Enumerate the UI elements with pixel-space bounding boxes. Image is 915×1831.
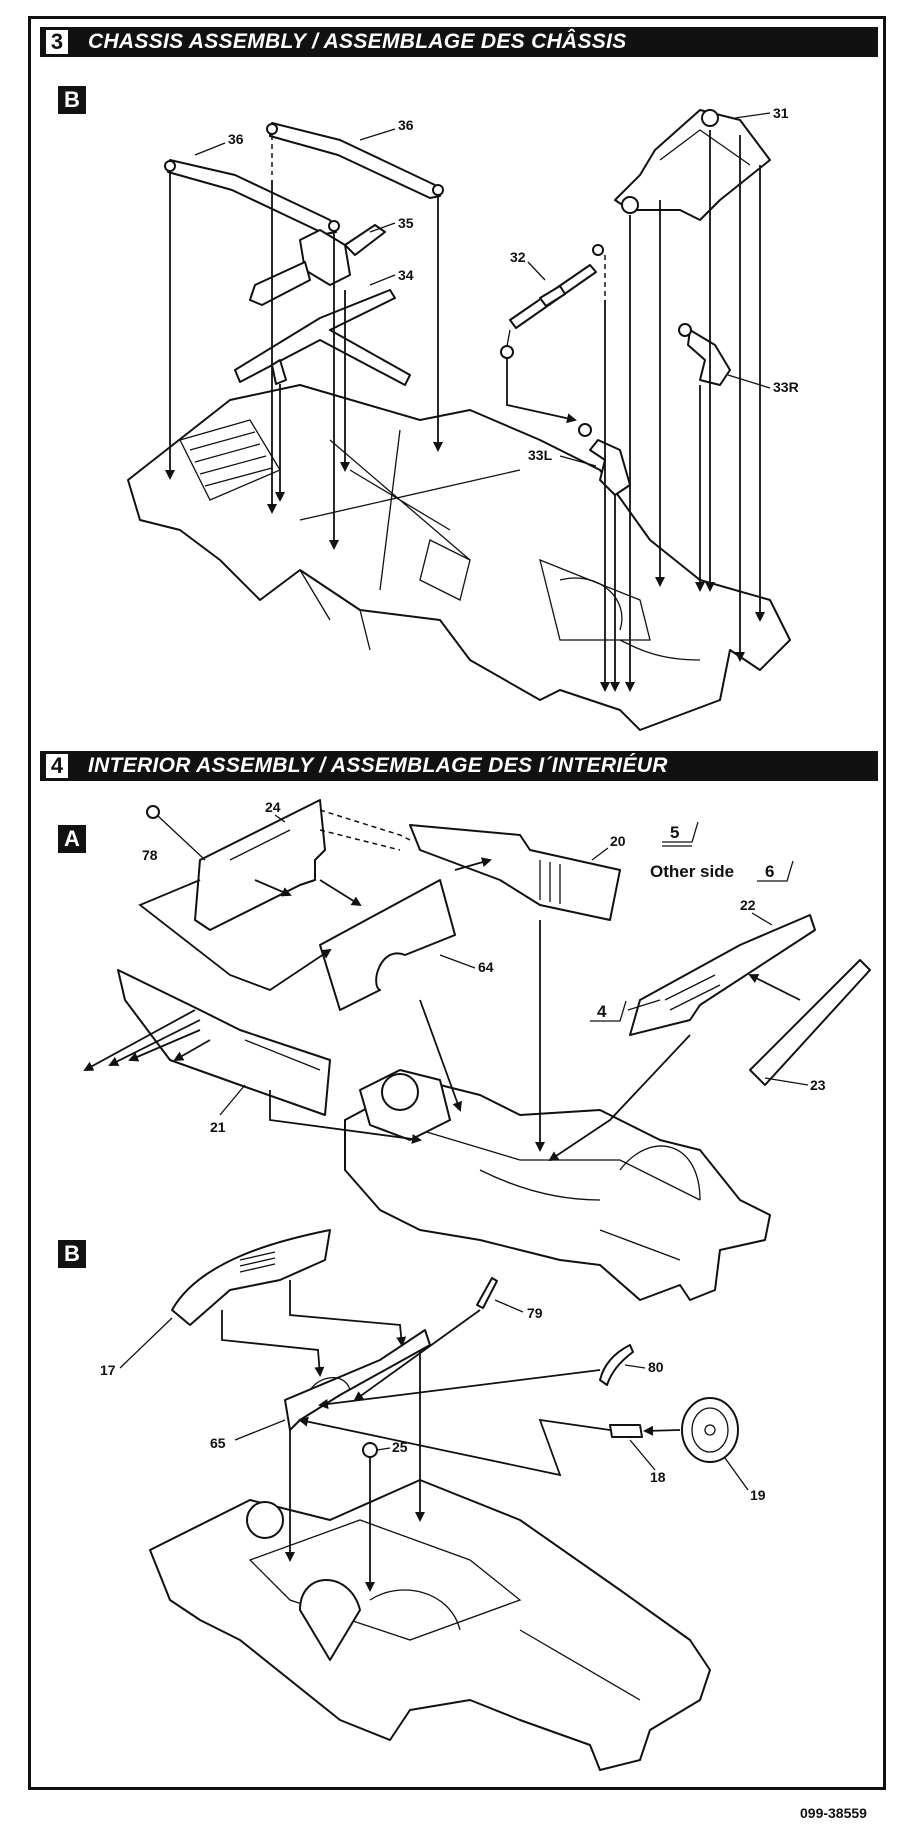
label-65: 65 (210, 1435, 226, 1451)
part-79-rod (476, 1277, 498, 1309)
part-25-knob (362, 1442, 378, 1458)
part-36-rail-left (164, 159, 340, 235)
section-3-header: 3 CHASSIS ASSEMBLY / ASSEMBLAGE DES CHÂS… (40, 27, 878, 57)
step-3b-badge: B (58, 86, 86, 114)
section-4a-assembly-arrows (83, 809, 801, 1162)
label-24: 24 (265, 799, 281, 815)
part-36-rail-right (266, 122, 444, 199)
part-17-rear-deck (171, 1229, 331, 1326)
part-24-rear-panel (194, 799, 326, 931)
section-4-title: INTERIOR ASSEMBLY / ASSEMBLAGE DES I´INT… (88, 754, 668, 777)
part-80-shifter (599, 1344, 634, 1386)
part-64-firewall (319, 879, 456, 1011)
section-4-number: 4 (46, 754, 68, 778)
label-22: 22 (740, 897, 756, 913)
part-20-dash-panel (409, 824, 621, 921)
part-34-rear-crossmember (234, 289, 411, 386)
page-frame (28, 16, 886, 1790)
section-4b-assembly-arrows (221, 1280, 681, 1592)
label-33r: 33R (773, 379, 799, 395)
part-21-door-panel (117, 969, 331, 1116)
ref-5: 5 (670, 823, 679, 842)
label-78: 78 (142, 847, 158, 863)
label-23: 23 (810, 1077, 826, 1093)
label-33l: 33L (528, 447, 553, 463)
label-31: 31 (773, 105, 789, 121)
chassis-frame-drawing (127, 384, 791, 731)
section-4a-callouts: 24 78 20 5 Other side 6 22 64 4 23 21 (142, 799, 826, 1135)
label-64: 64 (478, 959, 494, 975)
part-32-shock-absorber (500, 244, 604, 359)
part-22-seat-back (629, 914, 816, 1036)
label-18: 18 (650, 1469, 666, 1485)
label-36b: 36 (398, 117, 414, 133)
label-21: 21 (210, 1119, 226, 1135)
part-33r-spindle (678, 323, 731, 386)
label-34: 34 (398, 267, 414, 283)
section-3-number: 3 (46, 30, 68, 54)
label-36a: 36 (228, 131, 244, 147)
part-33l-spindle (578, 423, 631, 496)
label-35: 35 (398, 215, 414, 231)
part-19-steering-wheel (681, 1397, 739, 1463)
label-20: 20 (610, 833, 626, 849)
ref-6: 6 (765, 862, 774, 881)
label-19: 19 (750, 1487, 766, 1503)
step-4a-badge: A (58, 825, 86, 853)
part-31-front-crossmember (614, 109, 771, 221)
section-3-callouts: 36 36 35 34 32 31 33R 33L (194, 105, 799, 467)
section-3-title: CHASSIS ASSEMBLY / ASSEMBLAGE DES CHÂSSI… (88, 30, 627, 53)
catalog-code: 099-38559 (800, 1805, 867, 1821)
part-65-dashboard (284, 1329, 431, 1431)
interior-floor-pan-a (344, 1069, 771, 1301)
label-80: 80 (648, 1359, 664, 1375)
section-3-assembly-arrows (165, 130, 765, 692)
label-other-side: Other side (650, 862, 734, 881)
ref-4: 4 (597, 1002, 607, 1021)
label-17: 17 (100, 1362, 116, 1378)
label-79: 79 (527, 1305, 543, 1321)
interior-floor-pan-b (149, 1479, 711, 1771)
label-32: 32 (510, 249, 526, 265)
label-25: 25 (392, 1439, 408, 1455)
part-23-side-trim (749, 959, 871, 1086)
part-18-steering-column (609, 1424, 643, 1438)
step-4b-badge: B (58, 1240, 86, 1268)
part-35-rear-axle (249, 224, 386, 306)
section-4-header: 4 INTERIOR ASSEMBLY / ASSEMBLAGE DES I´I… (40, 751, 878, 781)
section-4b-callouts: 17 79 80 65 25 18 19 (100, 1299, 766, 1503)
part-78-lever (146, 805, 206, 861)
